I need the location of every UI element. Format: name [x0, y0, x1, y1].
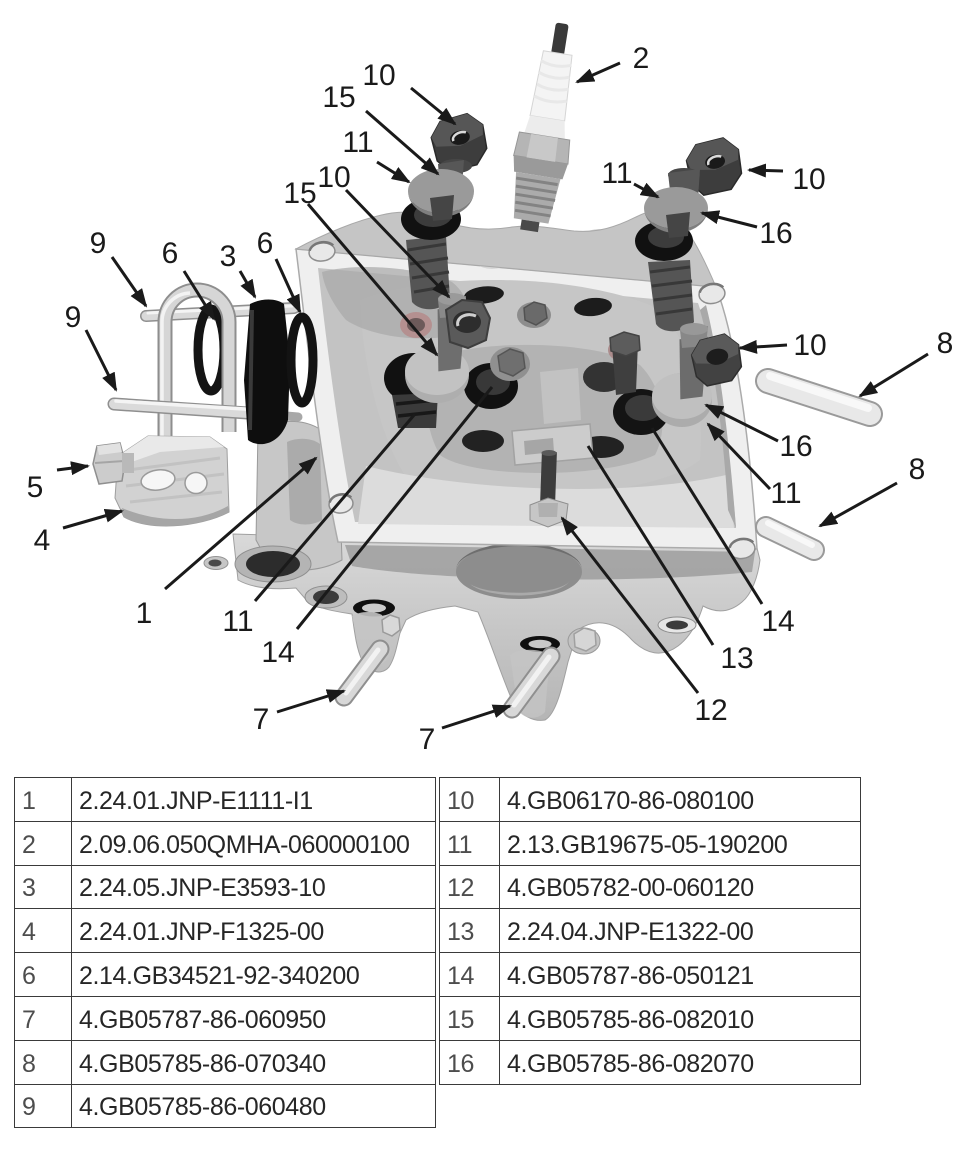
- svg-text:10: 10: [793, 329, 826, 362]
- svg-text:11: 11: [222, 605, 253, 638]
- svg-text:15: 15: [283, 177, 316, 210]
- svg-text:14: 14: [761, 605, 794, 638]
- svg-text:16: 16: [759, 217, 792, 250]
- svg-text:4: 4: [34, 524, 51, 557]
- svg-text:11: 11: [770, 477, 801, 510]
- svg-text:7: 7: [419, 723, 436, 756]
- svg-text:15: 15: [322, 81, 355, 114]
- svg-text:6: 6: [162, 237, 179, 270]
- svg-text:12: 12: [694, 694, 727, 727]
- svg-text:3: 3: [220, 240, 237, 273]
- svg-text:11: 11: [601, 157, 632, 190]
- svg-text:10: 10: [317, 161, 350, 194]
- svg-text:7: 7: [253, 703, 270, 736]
- svg-text:8: 8: [937, 327, 954, 360]
- svg-text:14: 14: [261, 636, 294, 669]
- svg-text:10: 10: [792, 163, 825, 196]
- svg-text:9: 9: [90, 227, 107, 260]
- svg-text:13: 13: [720, 642, 753, 675]
- svg-text:16: 16: [779, 430, 812, 463]
- svg-text:10: 10: [362, 59, 395, 92]
- svg-text:2: 2: [633, 42, 650, 75]
- svg-text:9: 9: [65, 301, 82, 334]
- svg-text:8: 8: [909, 453, 926, 486]
- svg-text:1: 1: [136, 597, 153, 630]
- svg-text:6: 6: [257, 227, 274, 260]
- svg-text:11: 11: [342, 126, 373, 159]
- svg-text:5: 5: [27, 471, 44, 504]
